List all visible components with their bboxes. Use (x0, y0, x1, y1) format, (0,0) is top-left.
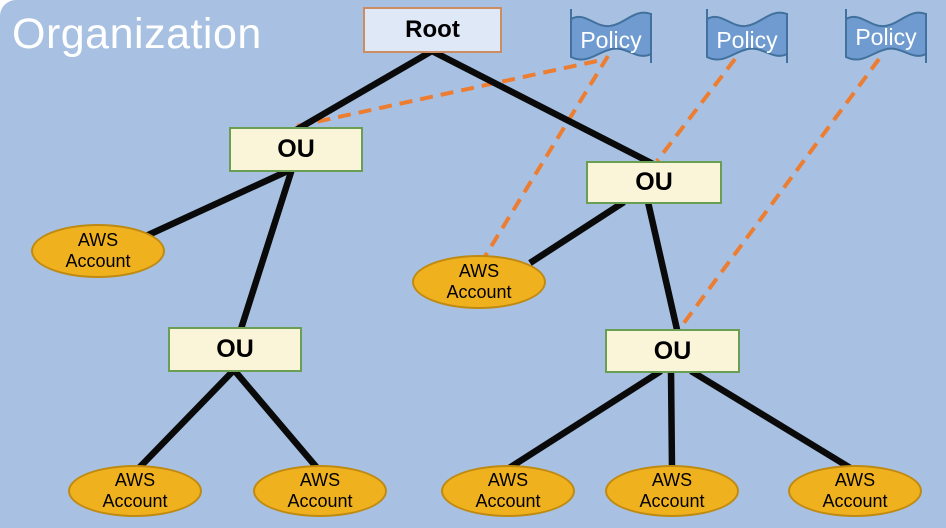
tree-edge-root-ou1 (294, 48, 434, 133)
ou-node-upper-left: OU (229, 127, 363, 172)
aws-account-node-6: AWS Account (605, 465, 739, 517)
policy-attachment-edge-policy1-ou1 (296, 59, 598, 128)
policy-label-1: Policy (580, 27, 642, 53)
policy-attachment-edge-policy2-ou2 (655, 57, 737, 163)
tree-edge-root-ou2 (430, 48, 659, 169)
policy-attachment-edge-policy1-account2 (482, 54, 610, 260)
aws-account-node-2: AWS Account (412, 255, 546, 309)
policy-flags (570, 9, 927, 63)
aws-account-node-4: AWS Account (253, 465, 387, 517)
policy-flag-2 (706, 9, 788, 63)
policy-flag-3 (845, 9, 927, 63)
policy-attachment-edge-policy3-ou4 (676, 57, 881, 333)
tree-edge-ou2-ou4 (644, 201, 682, 335)
ou-node-lower-left: OU (168, 327, 302, 372)
policy-flag-icon (570, 11, 652, 61)
policy-label-3: Policy (855, 24, 917, 50)
tree-edge-ou3-account4 (231, 367, 321, 472)
root-node: Root (363, 7, 502, 53)
policy-flag-icon (706, 11, 788, 61)
policy-flag-1 (570, 9, 652, 63)
ou-node-lower-right: OU (605, 329, 740, 373)
tree-edge-ou4-account7 (689, 368, 854, 472)
tree-edges (134, 48, 854, 473)
policy-attachment-edges (296, 54, 881, 333)
ou-node-upper-right: OU (586, 161, 722, 204)
aws-account-node-7: AWS Account (788, 465, 922, 517)
tree-edge-ou1-ou3 (236, 168, 296, 333)
page-title: Organization (12, 10, 262, 58)
policy-label-2: Policy (716, 27, 778, 53)
policy-flag-icon (845, 11, 927, 61)
tree-edge-ou1-account1 (144, 166, 294, 239)
aws-account-node-5: AWS Account (441, 465, 575, 517)
aws-account-node-3: AWS Account (68, 465, 202, 517)
tree-edge-ou4-account5 (504, 368, 663, 473)
tree-edge-ou2-account2 (528, 199, 626, 266)
tree-edge-ou3-account3 (134, 367, 237, 473)
aws-account-node-1: AWS Account (31, 224, 165, 278)
tree-edge-ou4-account6 (667, 370, 676, 470)
